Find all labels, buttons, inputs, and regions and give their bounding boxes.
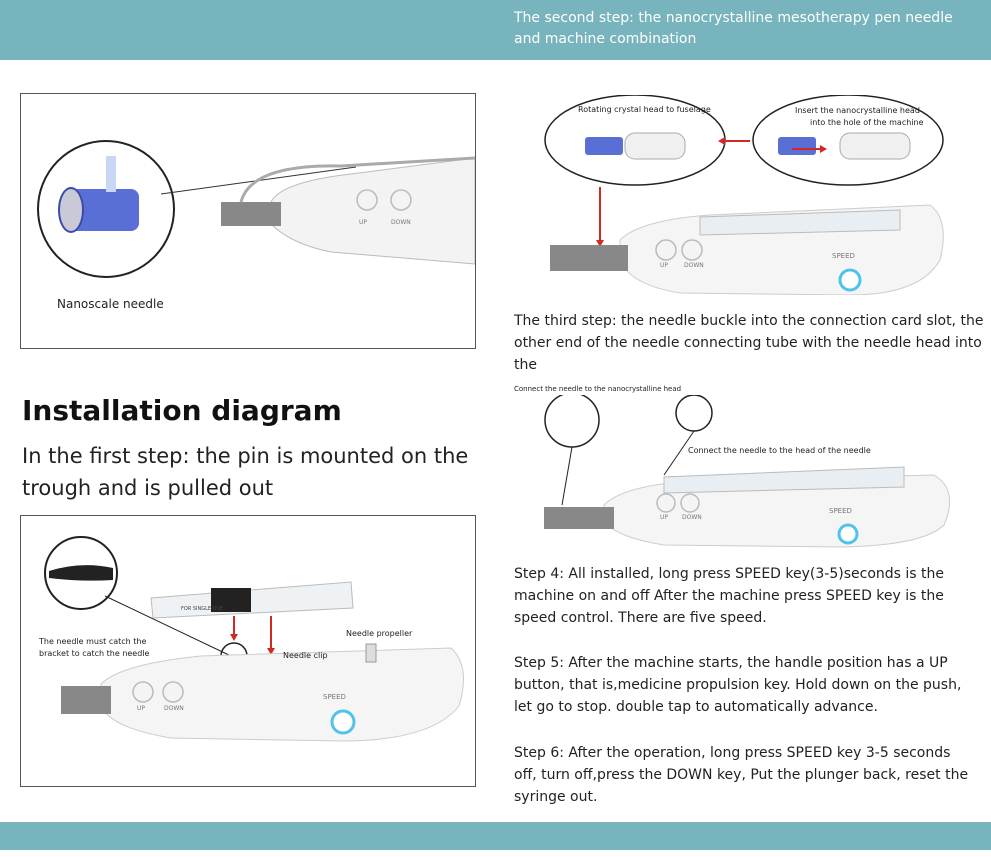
- pen-body-first-step: [100, 647, 464, 742]
- installation-title: Installation diagram: [22, 394, 342, 427]
- up-label: UP: [359, 219, 367, 226]
- needle-clip-label: Needle clip: [283, 651, 328, 660]
- up-label-first-step: UP: [137, 705, 145, 712]
- callout-line-1: [561, 446, 573, 506]
- down-button-first-step: [162, 681, 184, 703]
- arrow-syringe-down-1-head: [230, 634, 238, 641]
- speed-label-step3: SPEED: [829, 507, 852, 515]
- arrow-syringe-down-2-head: [267, 648, 275, 655]
- needle-tip-face: [58, 187, 84, 233]
- down-label-step2: DOWN: [684, 262, 704, 269]
- pen-nozzle: [221, 202, 281, 226]
- arrow-right-to-left-head: [718, 137, 725, 145]
- needle-connect-callout: [544, 395, 600, 448]
- arrow-down-head: [596, 240, 604, 247]
- arrow-insert-head: [820, 145, 827, 153]
- connect-nanocrystalline-label: Connect the needle to the nanocrystallin…: [514, 385, 682, 393]
- up-label-step3: UP: [660, 514, 668, 521]
- down-button-step3: [680, 493, 700, 513]
- step2-illustration: UP DOWN SPEED: [544, 95, 944, 295]
- up-button-step3: [656, 493, 676, 513]
- pen-body: [270, 157, 475, 265]
- up-label-step2: UP: [660, 262, 668, 269]
- callout-line-2: [663, 430, 695, 476]
- step3-illustration: UP DOWN SPEED: [544, 395, 951, 548]
- speed-button-first-step: [330, 709, 356, 735]
- down-label-first-step: DOWN: [164, 705, 184, 712]
- pen-tube: [239, 156, 475, 203]
- catch-label-1: The needle must catch the: [39, 637, 147, 646]
- insert-head-label-1: Insert the nanocrystalline head: [795, 106, 920, 115]
- needle-propeller: [365, 643, 377, 663]
- step2-header-line2: and machine combination: [514, 31, 697, 47]
- down-button: [390, 189, 412, 211]
- first-step-text: In the first step: the pin is mounted on…: [22, 444, 469, 500]
- syringe-first-step: [150, 581, 354, 619]
- speed-button-step2: [838, 268, 862, 292]
- speed-label-step2: SPEED: [832, 252, 855, 260]
- first-step-illustration: FOR SINGLE USE UP DOWN SPEED: [44, 536, 464, 742]
- step4-text: Step 4: All installed, long press SPEED …: [514, 566, 944, 626]
- fuselage-left: [624, 132, 686, 160]
- nanoscale-needle-illustration: UP DOWN: [37, 140, 475, 278]
- syringe-plunger-dark: [211, 588, 251, 612]
- footer-band: [0, 822, 991, 850]
- first-step-panel: FOR SINGLE USE UP DOWN SPEED The needle …: [20, 515, 476, 787]
- step5-text: Step 5: After the machine starts, the ha…: [514, 655, 962, 715]
- crystal-head-right: [778, 137, 816, 155]
- head-connect-callout: [675, 395, 713, 432]
- needle-cartridge: [69, 189, 139, 231]
- crystal-head-left: [585, 137, 623, 155]
- speed-label-first-step: SPEED: [323, 693, 346, 701]
- step2-header-line1: The second step: the nanocrystalline mes…: [514, 10, 953, 26]
- needle-tube: [106, 156, 116, 192]
- fuselage-right: [839, 132, 911, 160]
- header-band: The second step: the nanocrystalline mes…: [0, 0, 991, 60]
- step6-text: Step 6: After the operation, long press …: [514, 745, 969, 805]
- down-label-step3: DOWN: [682, 514, 702, 521]
- catch-callout-line: [104, 595, 232, 657]
- catch-label-2: bracket to catch the needle: [39, 649, 150, 658]
- up-button: [356, 189, 378, 211]
- insert-head-label-2: into the hole of the machine: [810, 118, 924, 127]
- up-button-step2: [655, 239, 677, 261]
- speed-button-step3: [837, 523, 859, 545]
- nanoscale-needle-panel: UP DOWN Nanoscale needle: [20, 93, 476, 349]
- step2-header: The second step: the nanocrystalline mes…: [514, 8, 984, 50]
- down-button-step2: [681, 239, 703, 261]
- connect-head-label: Connect the needle to the head of the ne…: [688, 446, 871, 455]
- needle-bracket: [49, 565, 113, 581]
- nanoscale-needle-label: Nanoscale needle: [57, 297, 164, 311]
- needle-propeller-label: Needle propeller: [346, 629, 413, 638]
- syringe-text: FOR SINGLE USE: [181, 606, 223, 612]
- pen-nozzle-step3: [544, 507, 614, 529]
- pen-nozzle-step2: [550, 245, 628, 271]
- down-label: DOWN: [391, 219, 411, 226]
- step3-text: The third step: the needle buckle into t…: [514, 313, 984, 373]
- rotate-head-label: Rotating crystal head to fuselage: [578, 105, 711, 114]
- syringe-step2: [699, 209, 901, 236]
- pen-nozzle-first-step: [61, 686, 111, 714]
- up-button-first-step: [132, 681, 154, 703]
- syringe-step3: [663, 466, 905, 494]
- pen-body-step3: [603, 474, 951, 548]
